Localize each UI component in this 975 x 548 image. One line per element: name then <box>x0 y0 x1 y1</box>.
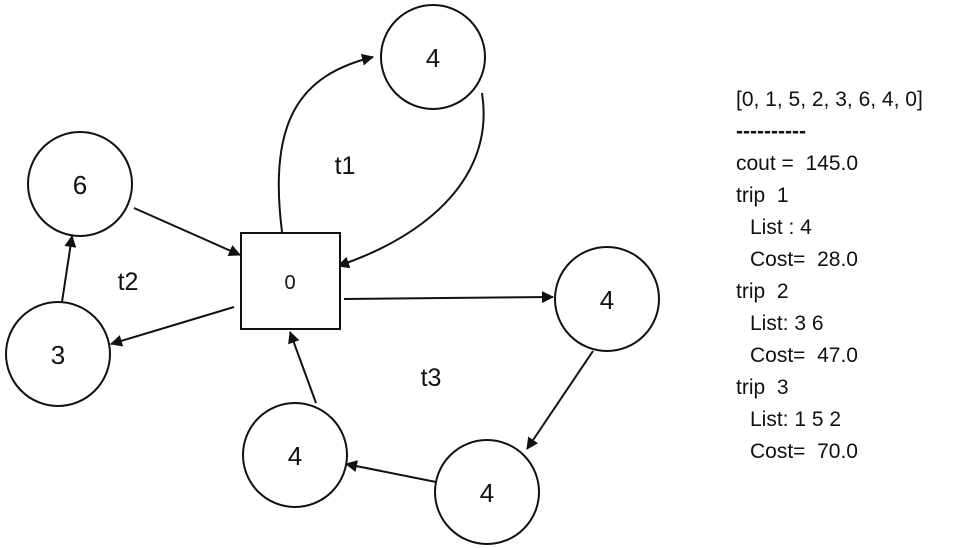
node-4-bottom-left: 4 <box>242 402 348 508</box>
trip-list: List: 1 5 2 <box>750 408 842 431</box>
trip-tag-t3: t3 <box>421 364 442 392</box>
node-4-top: 4 <box>380 4 486 110</box>
node-3: 3 <box>5 301 111 407</box>
node-4-bottom-right: 4 <box>434 439 540 545</box>
trip-title: trip 1 <box>736 184 789 207</box>
edge-node4-right-to-node4-bottom-right <box>526 350 594 450</box>
trip-cost: Cost= 47.0 <box>750 344 858 367</box>
trip-title: trip 3 <box>736 376 789 399</box>
edge-depot-to-node4-right <box>343 291 554 304</box>
node-label: 6 <box>73 170 87 200</box>
trip-cost: Cost= 28.0 <box>750 248 858 271</box>
node-label: 4 <box>600 285 614 315</box>
trip-cost: Cost= 70.0 <box>750 440 858 463</box>
trip-tag-t2: t2 <box>118 268 139 296</box>
edge-node4-bottom-right-to-node4-bottom-left <box>345 460 437 483</box>
trip-tag-t1: t1 <box>335 152 356 180</box>
edge-node3-to-node6 <box>61 235 77 303</box>
node-4-right: 4 <box>554 246 660 352</box>
edge-depot-to-node3 <box>110 306 235 347</box>
node-label: 4 <box>288 441 302 471</box>
depot-label: 0 <box>284 272 295 294</box>
node-label: 4 <box>426 43 440 73</box>
node-label: 4 <box>480 478 494 508</box>
trip-title: trip 2 <box>736 280 789 303</box>
node-6: 6 <box>27 131 133 237</box>
trip-list: List : 4 <box>750 216 812 239</box>
solution-output: [0, 1, 5, 2, 3, 6, 4, 0] ---------- cout… <box>736 84 923 468</box>
edge-node6-to-depot <box>133 207 241 257</box>
edge-node4-top-to-depot <box>337 92 485 269</box>
route-line: [0, 1, 5, 2, 3, 6, 4, 0] <box>736 88 923 111</box>
trip-list: List: 3 6 <box>750 312 824 335</box>
total-cost-line: cout = 145.0 <box>736 152 859 175</box>
depot-node: 0 <box>240 232 341 330</box>
edge-node4-bottom-left-to-depot <box>288 331 317 404</box>
node-label: 3 <box>51 340 65 370</box>
edge-depot-to-node4-top <box>277 53 374 233</box>
separator-line: ---------- <box>736 120 806 143</box>
